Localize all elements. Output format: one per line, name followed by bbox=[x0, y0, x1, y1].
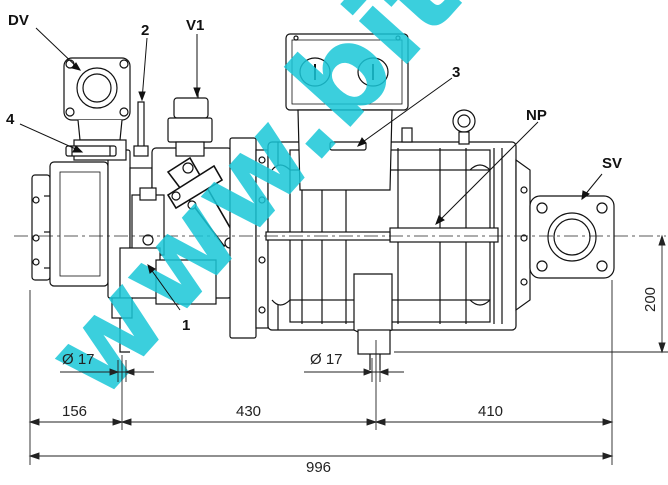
suction-foot bbox=[353, 273, 393, 339]
callout-sv: SV bbox=[602, 155, 622, 172]
lifting-eye bbox=[452, 109, 476, 145]
np-band bbox=[389, 227, 499, 243]
item-2-sensor bbox=[137, 101, 145, 149]
callout-4: 4 bbox=[6, 111, 15, 128]
dim-200: 200 bbox=[642, 287, 659, 312]
leader-lines bbox=[19, 27, 603, 311]
dimension-lines bbox=[28, 234, 668, 465]
discharge-valve-dv bbox=[63, 57, 131, 161]
dim-dia17-left: Ø 17 bbox=[62, 351, 95, 368]
callout-np: NP bbox=[526, 107, 547, 124]
suction-valve-sv bbox=[529, 195, 615, 279]
dim-dia17-centre: Ø 17 bbox=[310, 351, 343, 368]
callout-v1: V1 bbox=[186, 17, 204, 34]
callout-1: 1 bbox=[182, 317, 190, 334]
dim-156: 156 bbox=[62, 403, 87, 420]
solenoid-valve-v1 bbox=[167, 92, 213, 157]
item-3-plug bbox=[329, 141, 367, 151]
dim-996: 996 bbox=[306, 459, 331, 476]
callout-2: 2 bbox=[141, 22, 149, 39]
callout-dv: DV bbox=[8, 12, 29, 29]
dim-430: 430 bbox=[236, 403, 261, 420]
dim-410: 410 bbox=[478, 403, 503, 420]
callout-3: 3 bbox=[452, 64, 460, 81]
